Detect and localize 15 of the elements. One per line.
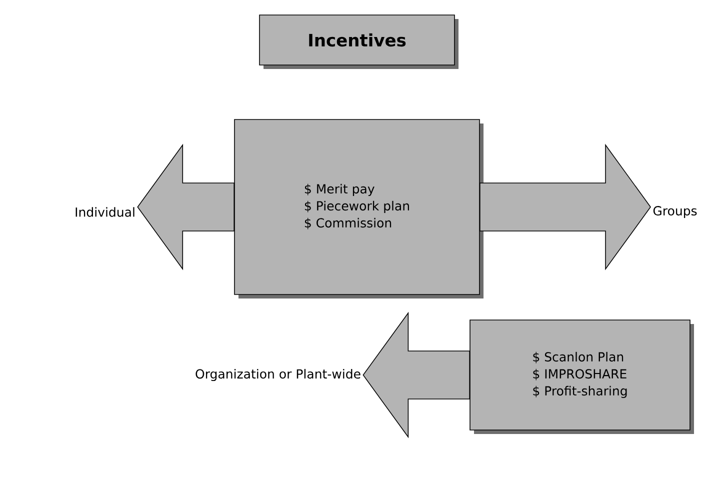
title-box: Incentives [259, 14, 458, 69]
category-label: Groups [653, 206, 697, 218]
list-item: $ Merit pay [304, 184, 374, 196]
list-item: $ Profit-sharing [533, 386, 627, 398]
list-item: $ Piecework plan [304, 200, 409, 213]
block-arrow [362, 312, 470, 438]
category-label: Organization or Plant-wide [196, 368, 360, 382]
block-arrow [137, 144, 234, 270]
list-item: $ Commission [304, 218, 392, 230]
list-item: $ IMPROSHARE [533, 368, 626, 380]
category-label: Individual [76, 207, 134, 217]
block-arrow [480, 144, 652, 270]
list-item: $ Scanlon Plan [533, 352, 624, 364]
list-box [234, 119, 484, 298]
list-box [470, 320, 694, 434]
